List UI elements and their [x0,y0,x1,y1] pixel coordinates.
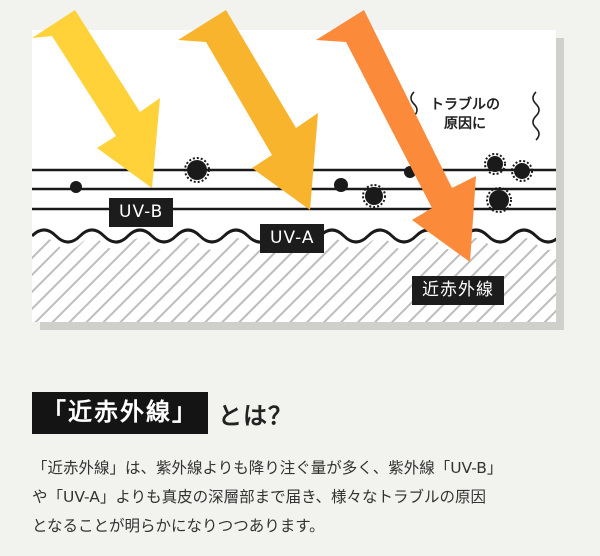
trouble-note-line-2: 原因に [444,116,486,132]
section-description: 「近赤外線」は、紫外線よりも降り注ぐ量が多く、紫外線「UV-B」 や「UV-A」… [32,454,572,541]
nir-arrow [316,10,476,262]
description-line-2: や「UV-A」よりも真皮の深層部まで届き、様々なトラブルの原因 [32,488,487,506]
section-heading: 「近赤外線」 とは？ [32,392,293,434]
squiggle-right [532,91,540,141]
description-line-3: となることが明らかになりつつあります。 [32,517,325,535]
trouble-note: トラブルの 原因に [430,96,500,134]
uvb-label: UV-B [109,198,174,227]
uva-arrow [178,10,318,210]
heading-highlight: 「近赤外線」 [32,392,208,434]
uvb-arrow [32,10,160,188]
description-line-1: 「近赤外線」は、紫外線よりも降り注ぐ量が多く、紫外線「UV-B」 [32,459,503,477]
heading-suffix: とは？ [218,401,293,430]
trouble-note-line-1: トラブルの [430,97,500,113]
skin-illustration: UV-B UV-A 近赤外線 トラブルの 原因に [32,10,564,330]
skin-spots [70,153,533,213]
nir-label: 近赤外線 [412,276,504,305]
uva-label: UV-A [260,224,325,253]
